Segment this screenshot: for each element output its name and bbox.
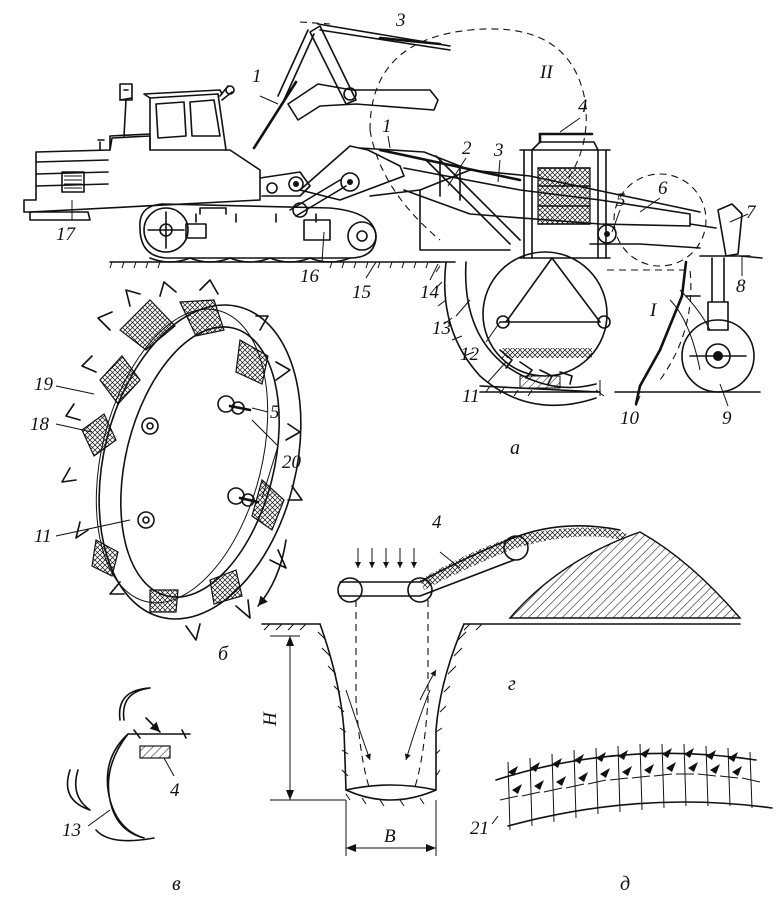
callout-zone-2: II xyxy=(539,62,554,83)
panel-label-a: а xyxy=(510,437,520,459)
dimension-width-label: B xyxy=(384,826,396,847)
panel-label-d: д xyxy=(620,873,630,895)
callout-12: 12 xyxy=(460,344,480,365)
callout-13-detail: 13 xyxy=(62,820,81,841)
callout-6: 6 xyxy=(658,178,668,199)
callout-3-working: 3 xyxy=(493,140,504,161)
callout-zone-1: I xyxy=(649,300,658,321)
panel-g-section xyxy=(261,524,742,856)
panel-label-v: в xyxy=(172,873,181,895)
callout-14: 14 xyxy=(420,282,440,303)
callout-4: 4 xyxy=(578,96,588,117)
callout-19: 19 xyxy=(34,374,54,395)
callout-16: 16 xyxy=(300,266,320,287)
callout-2: 2 xyxy=(462,138,472,159)
callout-3-upper: 3 xyxy=(395,10,406,31)
callout-18: 18 xyxy=(30,414,50,435)
callout-8: 8 xyxy=(736,276,746,297)
callout-10: 10 xyxy=(620,408,640,429)
callout-11: 11 xyxy=(462,386,480,407)
callout-4-section: 4 xyxy=(432,512,442,533)
callout-13: 13 xyxy=(432,318,451,339)
callout-1-upper: 1 xyxy=(252,66,262,87)
callout-5-rotor: 5 xyxy=(270,402,280,423)
callout-11-rotor: 11 xyxy=(34,526,52,547)
leader-lines xyxy=(55,95,749,827)
callout-4-detail: 4 xyxy=(170,780,180,801)
panel-a-machine xyxy=(23,21,763,407)
panel-label-g: г xyxy=(508,673,516,695)
callout-7: 7 xyxy=(746,202,757,223)
callout-20: 20 xyxy=(282,452,302,473)
callout-17: 17 xyxy=(56,224,77,245)
panel-d-teeth xyxy=(491,743,773,831)
panel-v-detail xyxy=(66,687,191,842)
callout-5: 5 xyxy=(616,190,626,211)
panel-label-b: б xyxy=(218,643,229,665)
callout-21: 21 xyxy=(470,818,489,839)
callout-1-working: 1 xyxy=(382,116,392,137)
callout-labels: 1 3 1 2 3 4 II 5 6 7 8 I 9 10 11 12 13 1… xyxy=(30,10,757,895)
callout-15: 15 xyxy=(352,282,371,303)
panel-b-rotor xyxy=(61,279,303,641)
dimension-depth-label: H xyxy=(260,711,281,727)
callout-9: 9 xyxy=(722,408,732,429)
